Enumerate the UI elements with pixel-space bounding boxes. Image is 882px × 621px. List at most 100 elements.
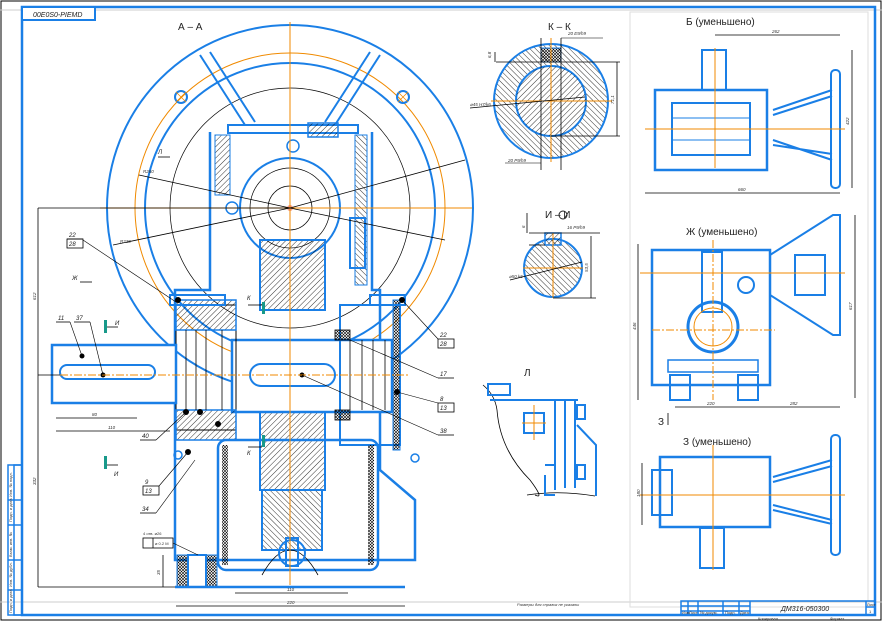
foot-bolt	[187, 554, 207, 588]
svg-text:37: 37	[76, 316, 83, 322]
cut-marker-zh: Ж	[71, 276, 92, 283]
dim-shaft-2: 110	[108, 425, 116, 430]
title-col: № докум.	[700, 610, 718, 615]
callout: 37	[74, 316, 104, 376]
bolt-dot	[175, 297, 181, 303]
copied-label: Копировал	[758, 616, 779, 621]
svg-text:22: 22	[68, 233, 76, 239]
kk-key-depth: 6,8	[487, 51, 492, 58]
side-stamp: Инв. № подл. Подп. и дата Взам. инв. № И…	[7, 464, 23, 616]
callout: 34	[140, 459, 196, 514]
drawing-frame	[20, 5, 877, 617]
dim-height-low: 332	[32, 477, 37, 485]
svg-text:28: 28	[68, 242, 76, 248]
view-zh: Ж (уменьшено) 446 220 282 617 З	[632, 214, 856, 428]
zh-height-left: 446	[632, 322, 637, 330]
tolerance-value: ⌀ 0.2 M	[155, 541, 169, 546]
callout: 11	[56, 316, 83, 357]
cut-marker-l: Л	[157, 150, 170, 158]
callout: 9 13	[142, 451, 189, 496]
dim-height-total: 612	[32, 292, 37, 300]
spoke	[324, 51, 371, 123]
svg-text:8: 8	[440, 397, 444, 403]
callout: 40	[140, 411, 187, 441]
document-code: ДМ316-050300	[780, 606, 829, 613]
svg-text:11: 11	[58, 316, 64, 322]
bolt-dot	[197, 409, 203, 415]
cut-marker-z: З	[658, 413, 669, 428]
zh-width-a: 220	[706, 401, 715, 406]
view-l-title: Л	[524, 368, 531, 379]
dim-base-inner: 110	[287, 587, 295, 592]
title-block: ДМ316-050300 Лист 1 Изм Лист № докум. По…	[680, 600, 876, 621]
callout: 22 28	[401, 299, 455, 349]
view-l: Л	[482, 368, 597, 497]
drain-plug	[410, 453, 420, 463]
b-width-top: 262	[771, 29, 780, 34]
dim-shaft-1: 80	[92, 412, 98, 417]
svg-text:13: 13	[145, 489, 152, 495]
cut-marker-k-top: К	[247, 296, 265, 314]
radius-leader	[289, 159, 466, 209]
callout: 22 28	[66, 233, 177, 303]
bolt-dot	[215, 421, 221, 427]
ii-diam: ⌀50 k6	[509, 274, 523, 279]
view-zh-title: Ж (уменьшено)	[686, 227, 757, 238]
side-stamp-cell: Инв. № подл.	[8, 472, 13, 497]
inner-frame-right	[629, 11, 869, 608]
dim-foot-height: 35	[156, 569, 161, 575]
svg-text:22: 22	[439, 333, 447, 339]
svg-text:34: 34	[142, 507, 149, 513]
svg-text:И: И	[114, 472, 119, 478]
top-worm	[307, 122, 339, 138]
cut-marker-i-bottom: И	[104, 456, 119, 478]
seal-top	[334, 329, 351, 341]
radius-leader	[289, 207, 446, 241]
svg-text:К: К	[247, 296, 251, 302]
cut-marker-i-top: И	[104, 320, 120, 333]
wheel-web-top	[259, 239, 326, 311]
view-b-title: Б (уменьшено)	[686, 17, 755, 28]
svg-text:Ж: Ж	[71, 276, 78, 282]
b-width-total: 660	[738, 187, 746, 192]
section-aa-title: А – А	[178, 22, 203, 33]
radius-label: R230	[120, 239, 131, 244]
bolt-hole	[396, 90, 410, 104]
side-stamp-cell: Подп. и дата	[8, 498, 13, 522]
section-ii: И – И 16 P9/h9 6 ⌀50 k6 53,5	[509, 210, 600, 299]
spoke	[199, 54, 246, 126]
sump-body	[216, 438, 380, 572]
stamp-code: 00E0S0-PIEMD	[33, 12, 82, 19]
left-flange	[169, 294, 226, 306]
svg-text:К: К	[247, 451, 251, 457]
radius-leader	[138, 174, 291, 209]
base-boss-slot	[285, 537, 299, 567]
radius-label: R260	[143, 169, 154, 174]
title-col: Лист	[689, 610, 698, 615]
title-col: Подп.	[725, 610, 736, 615]
spoke	[334, 54, 381, 126]
zh-height-right: 617	[848, 302, 853, 310]
kk-height: 71,1	[610, 95, 615, 104]
input-shaft-keyway	[59, 364, 156, 380]
hole-spec: 4 отв. ⌀26	[143, 531, 162, 536]
tolerance-frame: 4 отв. ⌀26 ⌀ 0.2 M	[142, 531, 199, 556]
zh-width-b: 282	[789, 401, 798, 406]
bearing-left-lines	[185, 330, 223, 410]
bolt-hole	[174, 90, 188, 104]
svg-text:17: 17	[440, 372, 447, 378]
cut-marker-k-bottom: К	[247, 435, 265, 457]
radius-leader	[112, 207, 291, 246]
format-label: Формат	[830, 616, 844, 621]
title-col: Дата	[740, 610, 750, 615]
sump-wall	[222, 445, 228, 565]
housing-wall-left	[214, 134, 231, 196]
section-kk: К – К 20 E9/h9 20 P9/h9 6,8 ⌀45 H7/k6 71…	[469, 22, 620, 170]
svg-text:9: 9	[145, 480, 149, 486]
title-col: Изм	[682, 610, 690, 615]
view-b: Б (уменьшено) 262 660 422	[645, 17, 853, 194]
sheet-label: Лист	[867, 602, 876, 607]
side-stamp-cell: Подп. и дата	[8, 589, 13, 613]
section-aa: А – А	[32, 22, 474, 607]
